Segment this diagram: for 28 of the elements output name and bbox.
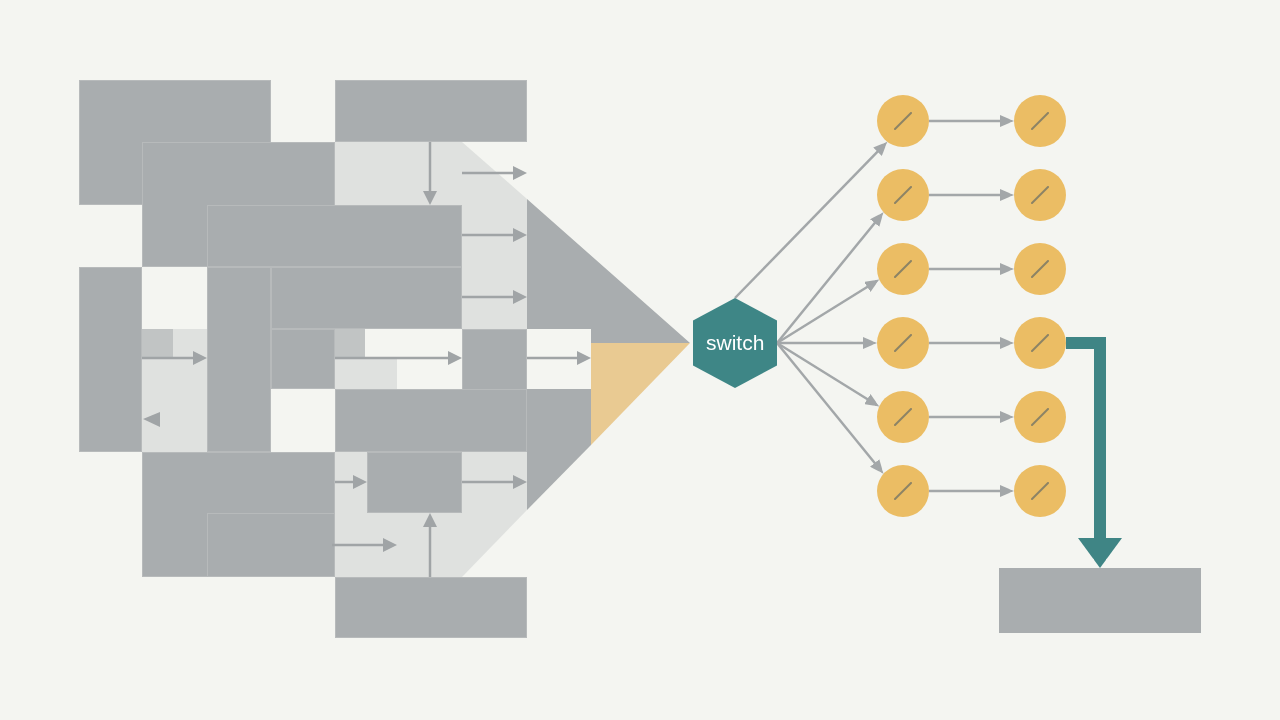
arrow [776,278,880,345]
circle-node [1014,95,1066,147]
circle-node [877,169,929,221]
arrow [776,341,880,408]
circle-node [877,317,929,369]
arrow [929,485,1014,497]
arrow [776,211,885,344]
circle-node [1014,391,1066,443]
arrow [929,189,1014,201]
circle-node [1014,317,1066,369]
circle-node [877,465,929,517]
arrow [734,140,889,299]
arrow [929,115,1014,127]
circle-node [1014,465,1066,517]
hexagon-node [693,298,777,388]
arrow [776,342,885,475]
circle-node [877,95,929,147]
arrow [929,263,1014,275]
circle-node [1014,169,1066,221]
circle-node [877,243,929,295]
circle-node [877,391,929,443]
arrow [1066,337,1122,568]
process-box [999,568,1201,633]
arrow [929,337,1014,349]
circle-node [1014,243,1066,295]
arrow [929,411,1014,423]
node-label: switch [706,331,765,355]
arrow [777,337,877,349]
